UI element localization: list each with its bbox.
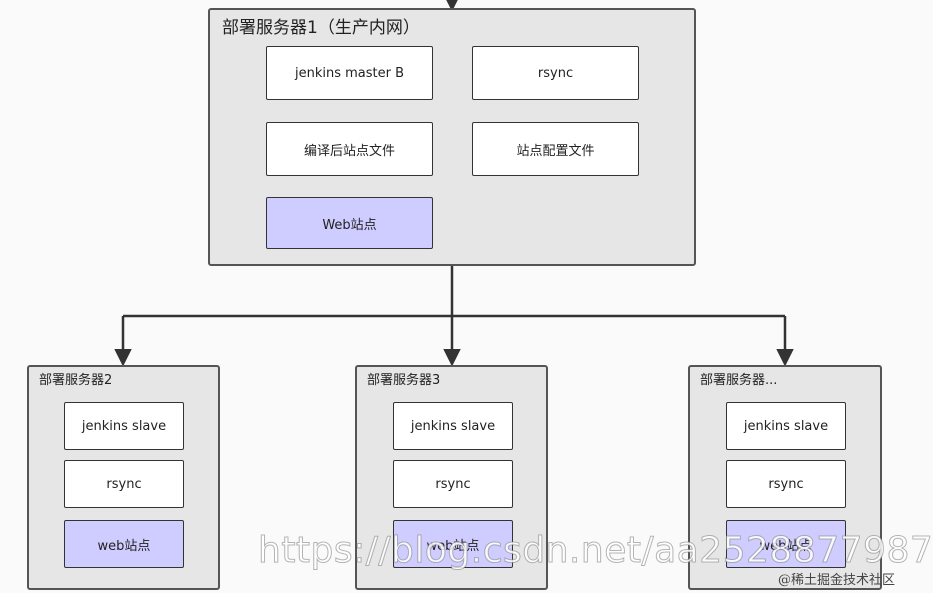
component-site-config-files: 站点配置文件: [472, 122, 639, 176]
component-jenkins-slave: jenkins slave: [726, 402, 846, 450]
component-rsync: rsync: [472, 46, 639, 100]
component-jenkins-slave: jenkins slave: [64, 402, 184, 450]
connector-lines: [114, 0, 794, 367]
server-title: 部署服务器1（生产内网）: [222, 18, 420, 38]
server-title: 部署服务器...: [700, 373, 778, 388]
component-web-site: Web站点: [266, 197, 433, 249]
component-web-site: web站点: [393, 520, 513, 568]
component-rsync: rsync: [726, 460, 846, 508]
component-web-site: web站点: [726, 520, 846, 568]
component-jenkins-master: jenkins master B: [266, 46, 433, 100]
component-compiled-site-files: 编译后站点文件: [266, 122, 433, 176]
component-rsync: rsync: [393, 460, 513, 508]
server-title: 部署服务器2: [39, 373, 113, 388]
component-jenkins-slave: jenkins slave: [393, 402, 513, 450]
url-watermark: https://blog.csdn.net/aa2528877987: [257, 530, 933, 572]
community-badge: @稀土掘金技术社区: [777, 573, 895, 588]
server-group-2: 部署服务器2 jenkins slave rsync web站点: [27, 365, 220, 590]
component-web-site: web站点: [64, 520, 184, 568]
server-group-main: 部署服务器1（生产内网） jenkins master B rsync 编译后站…: [208, 8, 696, 266]
component-rsync: rsync: [64, 460, 184, 508]
server-title: 部署服务器3: [367, 373, 441, 388]
server-group-3: 部署服务器3 jenkins slave rsync web站点: [355, 365, 548, 590]
server-group-n: 部署服务器... jenkins slave rsync web站点: [688, 365, 882, 590]
